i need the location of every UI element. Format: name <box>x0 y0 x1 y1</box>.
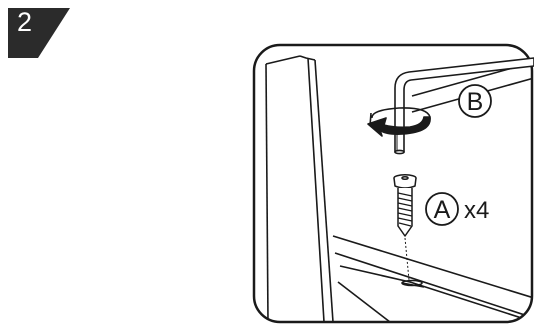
rail-underside-edge <box>339 265 532 322</box>
screw-icon <box>393 174 417 237</box>
clockwise-rotation-arrow-icon <box>367 107 431 137</box>
furniture-structure <box>265 55 532 322</box>
callout-a-quantity: x4 <box>464 197 489 224</box>
callout-a-letter: A <box>434 196 451 224</box>
screw-hole-shadow <box>401 282 425 288</box>
detail-frame <box>252 43 534 324</box>
callout-b-circle <box>458 84 492 118</box>
callout-b: B <box>458 84 492 118</box>
step-badge <box>8 8 70 58</box>
step-number: 2 <box>17 7 33 37</box>
callout-b-letter: B <box>467 88 484 116</box>
side-panel-top-edge <box>265 55 301 65</box>
rail-top-edge <box>332 235 532 299</box>
side-panel-top-cap <box>299 55 316 61</box>
insertion-guide-line <box>404 237 410 281</box>
rail-front-edge <box>337 281 391 322</box>
side-panel-front-edge <box>314 59 334 322</box>
step-badge-shape <box>8 8 70 58</box>
side-panel-face-line <box>307 57 325 322</box>
rail-lower-edge <box>334 252 532 319</box>
callout-a-circle <box>425 192 459 226</box>
callout-a: A x4 <box>425 192 489 226</box>
side-panel-inner-edge <box>265 63 269 322</box>
